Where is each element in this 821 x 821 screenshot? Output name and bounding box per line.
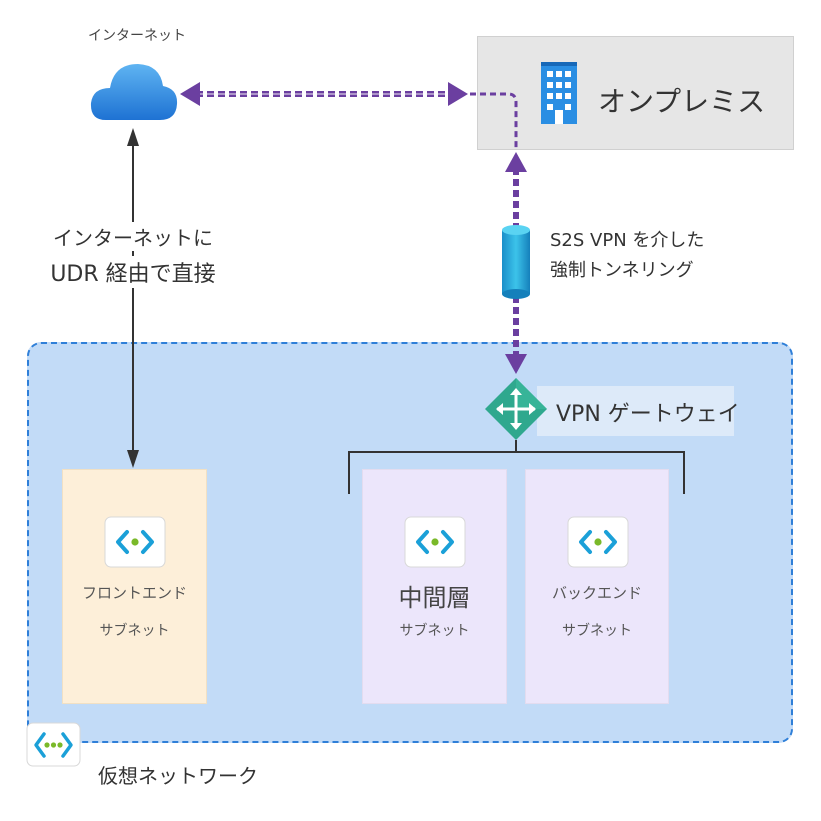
forced-tunnel-label-line2: 強制トンネリング [550,260,694,281]
direct-route-arrow [127,128,139,468]
building-icon [541,62,577,124]
backend-subnet-name: バックエンド [551,584,642,602]
internet-onprem-arrow [180,82,468,106]
middle-tier-subnet-name: 中間層 [398,584,471,612]
on-premises-box [477,36,794,150]
backend-subnet: バックエンド サブネット [525,469,669,704]
vpn-tunnel-icon [502,225,530,299]
subnet-icon [404,516,466,568]
cloud-icon [90,64,178,120]
frontend-subnet: フロントエンド サブネット [62,469,207,704]
frontend-subnet-name: フロントエンド [81,584,187,602]
subnet-icon [567,516,629,568]
direct-route-label-line1: インターネットに [50,222,216,251]
direct-route-label-line2: UDR 経由で直接 [50,256,216,288]
onprem-label: オンプレミス [598,85,766,118]
forced-tunnel-arrow [505,152,527,374]
forced-tunnel-label-line1: S2S VPN を介した [550,230,705,251]
middle-tier-subnet-sub: サブネット [399,623,470,639]
backend-subnet-sub: サブネット [562,623,632,639]
middle-tier-subnet: 中間層 サブネット [362,469,507,704]
onprem-tunnel-link [470,92,518,150]
virtual-network-label: 仮想ネットワーク [98,764,258,788]
internet-label: インターネット [88,28,186,44]
frontend-subnet-sub: サブネット [99,623,170,639]
virtual-network-icon [26,722,81,767]
vpn-gateway-icon [485,378,547,440]
vpn-gateway-label-background [537,386,734,436]
subnet-icon [104,516,166,568]
vpn-gateway-label: VPN ゲートウェイ [556,402,740,427]
gateway-bracket [348,440,685,494]
